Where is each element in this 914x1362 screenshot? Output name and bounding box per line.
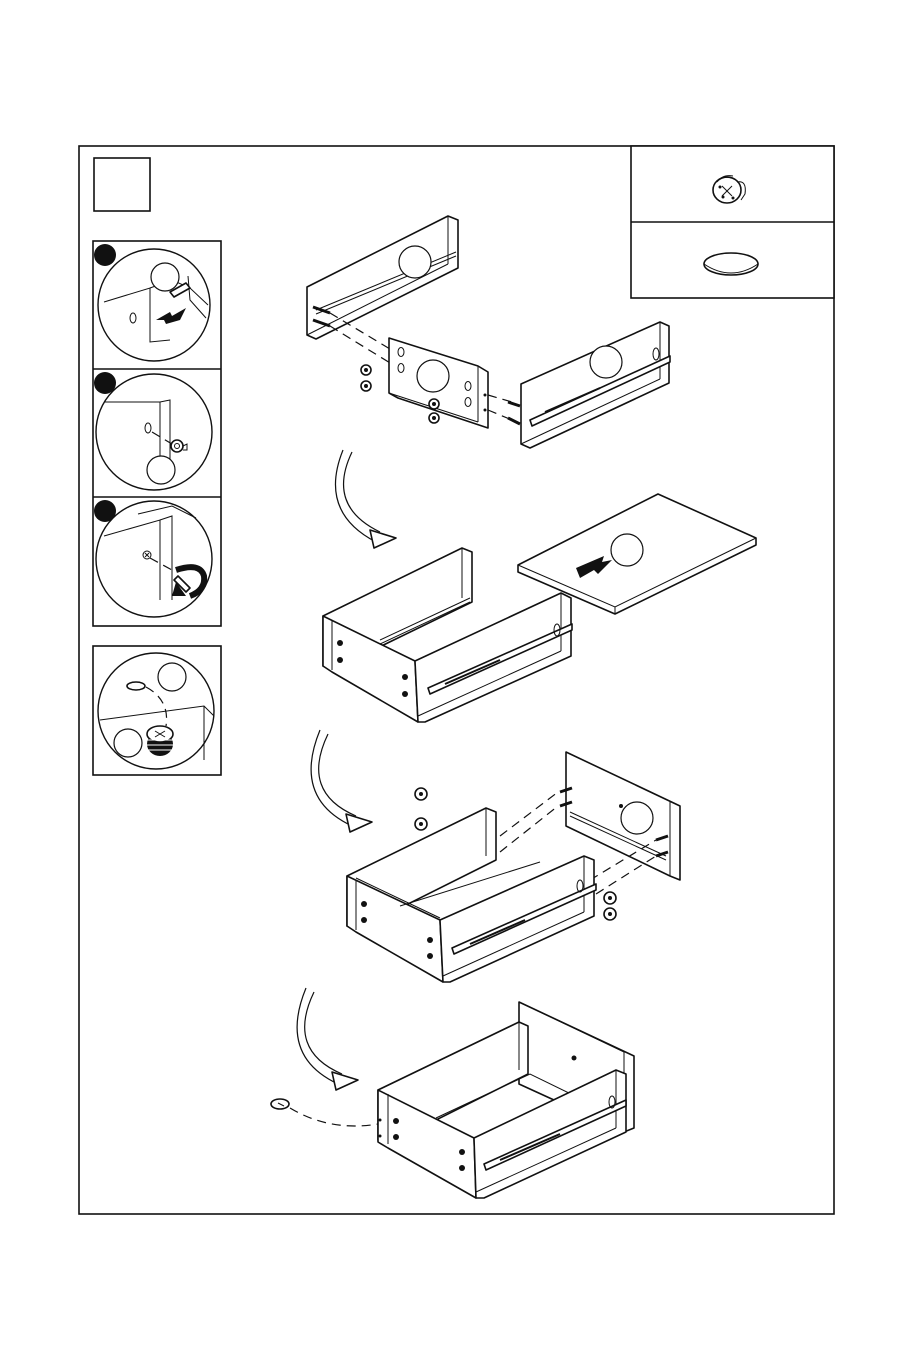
hardware-legend bbox=[631, 146, 834, 298]
drawer-frame-stage-3 bbox=[347, 808, 596, 982]
step-number-box bbox=[94, 158, 150, 211]
detail-step-2 bbox=[94, 372, 212, 490]
completed-drawer bbox=[378, 1002, 634, 1198]
flow-arrow-2 bbox=[311, 730, 372, 832]
cover-cap-detail-icon bbox=[93, 646, 221, 775]
detail-step-1-marker bbox=[94, 244, 116, 266]
flow-arrow-3 bbox=[297, 988, 358, 1090]
flow-arrow-1 bbox=[335, 450, 396, 548]
side-panel-right bbox=[508, 322, 670, 448]
back-panel bbox=[307, 216, 458, 339]
cover-cap-placement bbox=[271, 1099, 378, 1126]
detail-step-3 bbox=[94, 500, 212, 617]
cover-cap-icon bbox=[704, 253, 758, 275]
detail-step-2-marker bbox=[94, 372, 116, 394]
detail-step-3-marker bbox=[94, 500, 116, 522]
